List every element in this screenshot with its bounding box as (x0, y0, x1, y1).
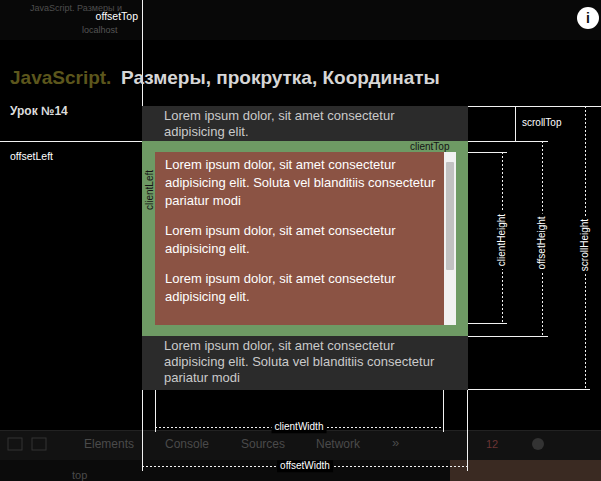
dimension-label: clientHeight (496, 211, 508, 269)
dimension-label: clientLeft (143, 170, 154, 210)
dimension-label: clientTop (410, 141, 449, 152)
devtools-icon (532, 438, 544, 450)
info-icon-glyph: i (586, 10, 590, 26)
scroll-content: Lorem ipsum dolor, sit amet consectetur … (142, 106, 468, 390)
dimension-label: offsetWidth (277, 460, 333, 472)
paragraph-text: Lorem ipsum dolor, sit amet consectetur … (165, 270, 441, 306)
paragraph-text: Lorem ipsum dolor, sit amet consectetur … (165, 222, 441, 258)
page-title: Размеры, прокрутка, Координаты (121, 67, 440, 89)
devtools-icon (8, 438, 22, 450)
client-area: Lorem ipsum dolor, sit amet consectetur … (155, 152, 456, 325)
devtools-tab: Sources (241, 438, 285, 452)
console-context: top (72, 469, 87, 481)
dimension-label: scrollHeight (579, 216, 591, 274)
error-count: 12 (486, 438, 498, 451)
devtools-tab: Console (165, 438, 209, 452)
info-icon (577, 7, 599, 29)
video-thumbnail (450, 460, 601, 481)
devtools-tab: Network (316, 438, 360, 452)
devtools-tab: » (392, 436, 399, 451)
devtools-icon (32, 438, 46, 450)
dimension-label: offsetHeight (536, 213, 548, 272)
devtools-filter (0, 460, 601, 481)
devtools-tab: Elements (84, 438, 134, 452)
paragraph-text: Lorem ipsum dolor, sit amet consectetur … (164, 108, 446, 140)
dimension-label: scrollTop (522, 117, 561, 129)
dimension-label: offsetTop (96, 10, 138, 22)
address-bar: localhost (82, 25, 118, 35)
paragraph-text: Lorem ipsum dolor, sit amet consectetur … (164, 338, 446, 386)
element-box: clientTopclientLeftLorem ipsum dolor, si… (142, 141, 468, 336)
page-title: JavaScript. (10, 67, 111, 89)
dimension-label: offsetLeft (10, 150, 53, 162)
scrollbar-thumb (446, 162, 454, 270)
paragraph-text: Lorem ipsum dolor, sit amet consectetur … (165, 156, 441, 210)
dimension-label: clientWidth (272, 421, 327, 433)
browser-bar (0, 0, 601, 40)
lesson-number: Урок №14 (10, 105, 68, 119)
devtools-tabs (0, 430, 601, 460)
